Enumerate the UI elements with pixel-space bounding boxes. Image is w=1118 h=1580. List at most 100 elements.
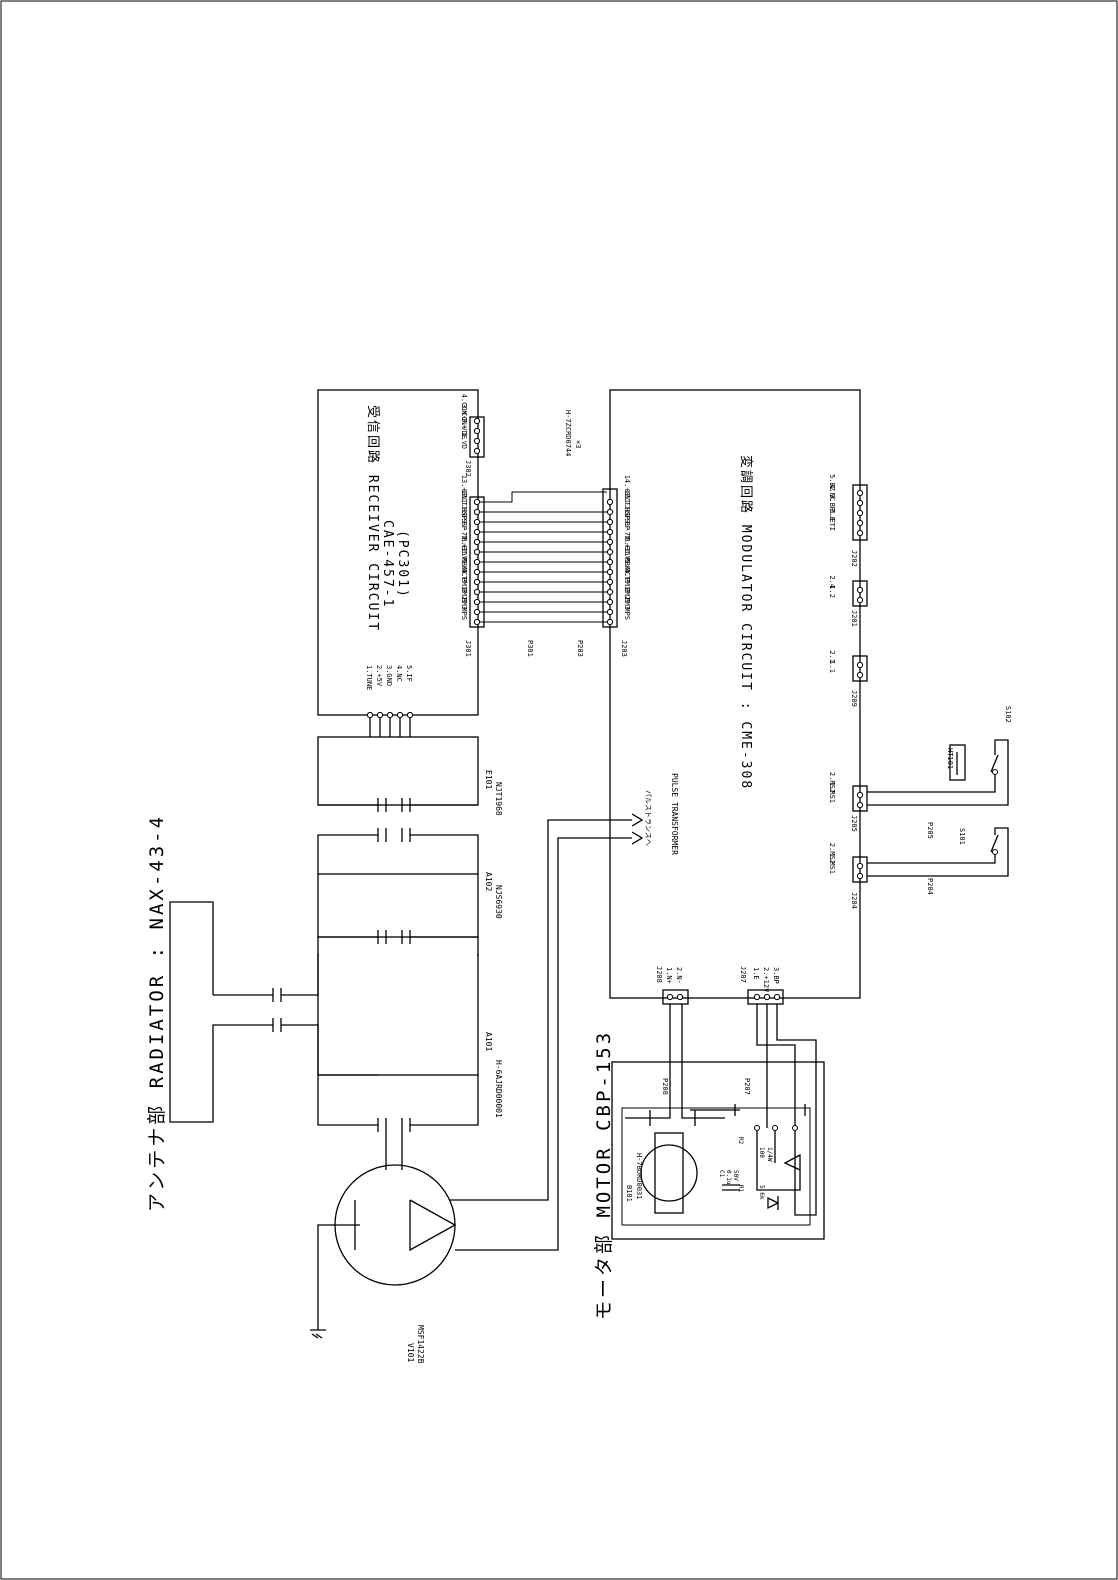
j204-pin xyxy=(856,862,864,870)
p208-marks xyxy=(649,1110,696,1126)
j209-pin xyxy=(856,671,864,679)
j203-pin xyxy=(606,538,614,546)
a102-part: NJS6930 xyxy=(494,885,503,919)
j301-pin-label: 12.TI xyxy=(460,489,468,510)
j209-pin-label: 2.1 xyxy=(828,650,836,663)
led-icon xyxy=(767,1196,780,1210)
j205-wiring xyxy=(867,739,1009,806)
j203-pin xyxy=(606,528,614,536)
j208-pin xyxy=(666,993,674,1001)
cable-harness xyxy=(480,491,607,623)
j202-pin xyxy=(856,529,864,537)
cable-qty: ×3 xyxy=(574,440,582,448)
j207-pin-label: 3.BP xyxy=(772,967,780,984)
j209-pin xyxy=(856,661,864,669)
j302-pin xyxy=(473,437,481,445)
r2-value: 100 xyxy=(758,1147,765,1158)
modulator-title: 変調回路 MODULATOR CIRCUIT : CME-308 xyxy=(738,455,754,790)
j204-pin-label: 1.MS1 xyxy=(828,853,836,874)
motor-box xyxy=(611,1061,825,1240)
j203-pin-label: 14.+8V xyxy=(623,475,631,501)
b101-label: B101 xyxy=(625,1185,633,1202)
radiator-antenna xyxy=(169,901,273,1123)
j207-pin xyxy=(773,993,781,1001)
j302-connector xyxy=(469,416,485,458)
p207-label: P207 xyxy=(743,1078,751,1095)
j208-pin-label: 1.N+ xyxy=(665,967,673,984)
e101-ref: E101 xyxy=(484,770,493,789)
j204-wiring xyxy=(867,827,1009,877)
r2-label: R2 xyxy=(737,1137,744,1145)
j205-pin xyxy=(856,791,864,799)
j301-ref: J301 xyxy=(464,640,472,657)
j203-ref: J203 xyxy=(620,640,628,657)
p204-label: P204 xyxy=(926,878,934,895)
j301-pin xyxy=(473,538,481,546)
receiver-model: CAE-457-1 xyxy=(380,520,395,608)
j204-connector xyxy=(852,856,868,883)
waveguide-a102 xyxy=(317,873,479,938)
j203-pin-label: 6.MBK xyxy=(623,549,631,571)
j207-pin-label: 1.E xyxy=(752,967,760,980)
j301-pin xyxy=(473,588,481,596)
j301-pin xyxy=(473,608,481,616)
receiver-pc: (PC301) xyxy=(395,530,410,599)
c1-value: 0.1u xyxy=(725,1170,732,1185)
motor-title: モータ部 MOTOR CBP-153 xyxy=(593,1030,615,1320)
b101-part: H-7BDRD0031 xyxy=(635,1153,643,1199)
motor-b101-body xyxy=(654,1132,684,1214)
j302-ref: J302 xyxy=(464,460,472,477)
radiator-title: アンテナ部 RADIATOR : NAX-43-4 xyxy=(146,814,168,1212)
j302-pin xyxy=(473,427,481,435)
ht101-label: HT101 xyxy=(946,748,954,769)
j301-pin xyxy=(473,498,481,506)
j202-connector xyxy=(852,484,868,541)
radiator-flange xyxy=(272,988,282,1032)
receiver-input-pin xyxy=(366,711,374,719)
p301-label: P301 xyxy=(526,640,534,657)
r1-label: R1 xyxy=(737,1185,744,1193)
s102-switch xyxy=(990,754,999,773)
j301-pin xyxy=(473,598,481,606)
motor-b101 xyxy=(640,1144,698,1202)
receiver-input-pin-label: 4.NC xyxy=(395,665,403,682)
j301-pin-label: 3.PM2 xyxy=(460,579,468,600)
j302-pin-label: 4.CON- xyxy=(460,394,468,419)
j301-pin-label: 11.HSP xyxy=(460,495,468,520)
j203-pin xyxy=(606,598,614,606)
j203-pin xyxy=(606,548,614,556)
j203-pin-label: 1.MPS xyxy=(623,599,631,620)
sensor-circuit xyxy=(756,1110,817,1216)
receiver-input-pin xyxy=(406,711,414,719)
j209-connector xyxy=(852,655,868,682)
j203-pin-label: 9.-7V xyxy=(623,519,631,541)
modulator-box xyxy=(609,389,861,999)
j203-pin-label: 7.+15V xyxy=(623,535,631,561)
receiver-input-pin-label: 1.TUNE xyxy=(365,665,373,690)
j205-pin-label: 2.RS2 xyxy=(828,772,836,793)
j203-pin-label: 4.PM1 xyxy=(623,569,631,590)
cable-part: H-7ZCRD0744 xyxy=(564,410,572,456)
j301-pin-label: 4.PM1 xyxy=(460,569,468,590)
j203-pin xyxy=(606,518,614,526)
receiver-input-pin-label: 2.+5V xyxy=(375,665,383,687)
c1-voltage: 50V xyxy=(732,1170,739,1181)
v101-ref: V101 xyxy=(406,1343,415,1362)
j203-pin xyxy=(606,608,614,616)
j205-pin xyxy=(856,801,864,809)
pulse-label-jp: パルストランスへ xyxy=(644,790,652,846)
magnetron-electrodes xyxy=(317,1199,457,1330)
p208-label: P208 xyxy=(661,1078,669,1095)
j207-motor-wiring xyxy=(756,1004,817,1128)
j201-pin xyxy=(856,586,864,594)
j203-pin-label: 10.BP xyxy=(623,509,631,530)
j203-pin-label: 8.E xyxy=(623,537,631,550)
j202-pin-label: 4.NC xyxy=(828,484,836,501)
j203-pin xyxy=(606,618,614,626)
j203-pin xyxy=(606,568,614,576)
j203-pin xyxy=(606,578,614,586)
j208-connector xyxy=(662,989,689,1005)
